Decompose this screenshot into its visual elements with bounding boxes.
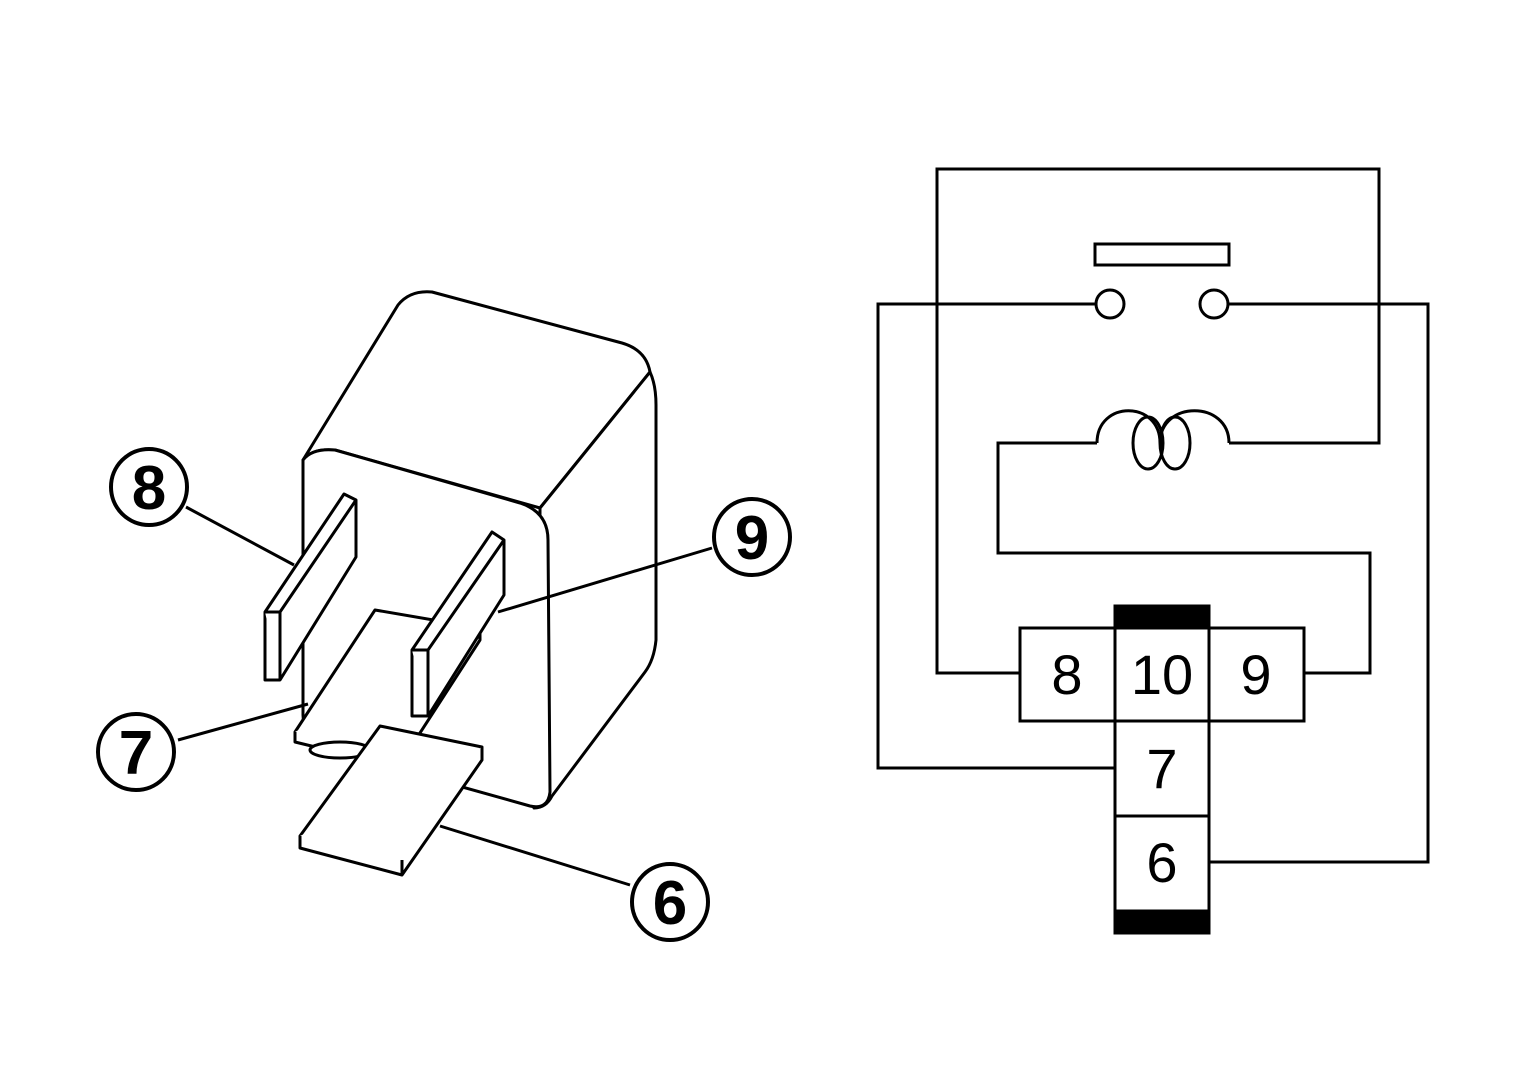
callout-8-label: 8: [132, 454, 166, 523]
callout-6: 6: [630, 862, 710, 942]
relay-coil-loop-right: [1158, 415, 1192, 471]
relay-coil-loop-left: [1131, 415, 1165, 471]
leader-line-9: [497, 546, 713, 614]
wire-pin8-to-coil: [935, 167, 1381, 675]
leader-line-8: [185, 505, 295, 567]
leader-line-7: [177, 702, 309, 742]
terminal-8-blade: [263, 492, 358, 682]
wire-contact-to-pin7: [876, 302, 1115, 770]
switch-contact-right: [1198, 288, 1230, 320]
wire-contact-to-pin6: [1209, 302, 1430, 864]
callout-8: 8: [109, 447, 189, 527]
callout-9: 9: [712, 497, 792, 577]
connector-label-10: 10: [1131, 643, 1193, 706]
connector-label-7: 7: [1146, 737, 1177, 800]
callout-7-label: 7: [119, 719, 153, 788]
connector-top-cap: [1113, 604, 1211, 630]
terminal-9-blade: [410, 530, 506, 718]
callout-7: 7: [96, 712, 176, 792]
connector-label-6: 6: [1146, 831, 1177, 894]
connector-cell-9: [1207, 626, 1306, 723]
relay-perspective-drawing: [263, 290, 658, 877]
terminal-8-edge: [265, 499, 358, 680]
switch-armature-bar: [1093, 242, 1231, 267]
callout-6-label: 6: [653, 869, 687, 938]
schematic-wires: [876, 167, 1430, 864]
callout-9-label: 9: [735, 504, 769, 573]
connector-block: [1018, 604, 1306, 935]
terminal-9-edge: [412, 539, 506, 716]
connector-cell-8: [1018, 626, 1117, 723]
terminal-6-edge: [298, 747, 484, 877]
leader-lines: [177, 505, 713, 887]
connector-bottom-cap: [1113, 909, 1211, 935]
leader-line-6: [439, 824, 631, 887]
connector-label-9: 9: [1240, 643, 1271, 706]
connector-label-8: 8: [1051, 643, 1082, 706]
switch-contact-left: [1094, 288, 1126, 320]
wire-coil-to-pin9: [996, 441, 1372, 675]
